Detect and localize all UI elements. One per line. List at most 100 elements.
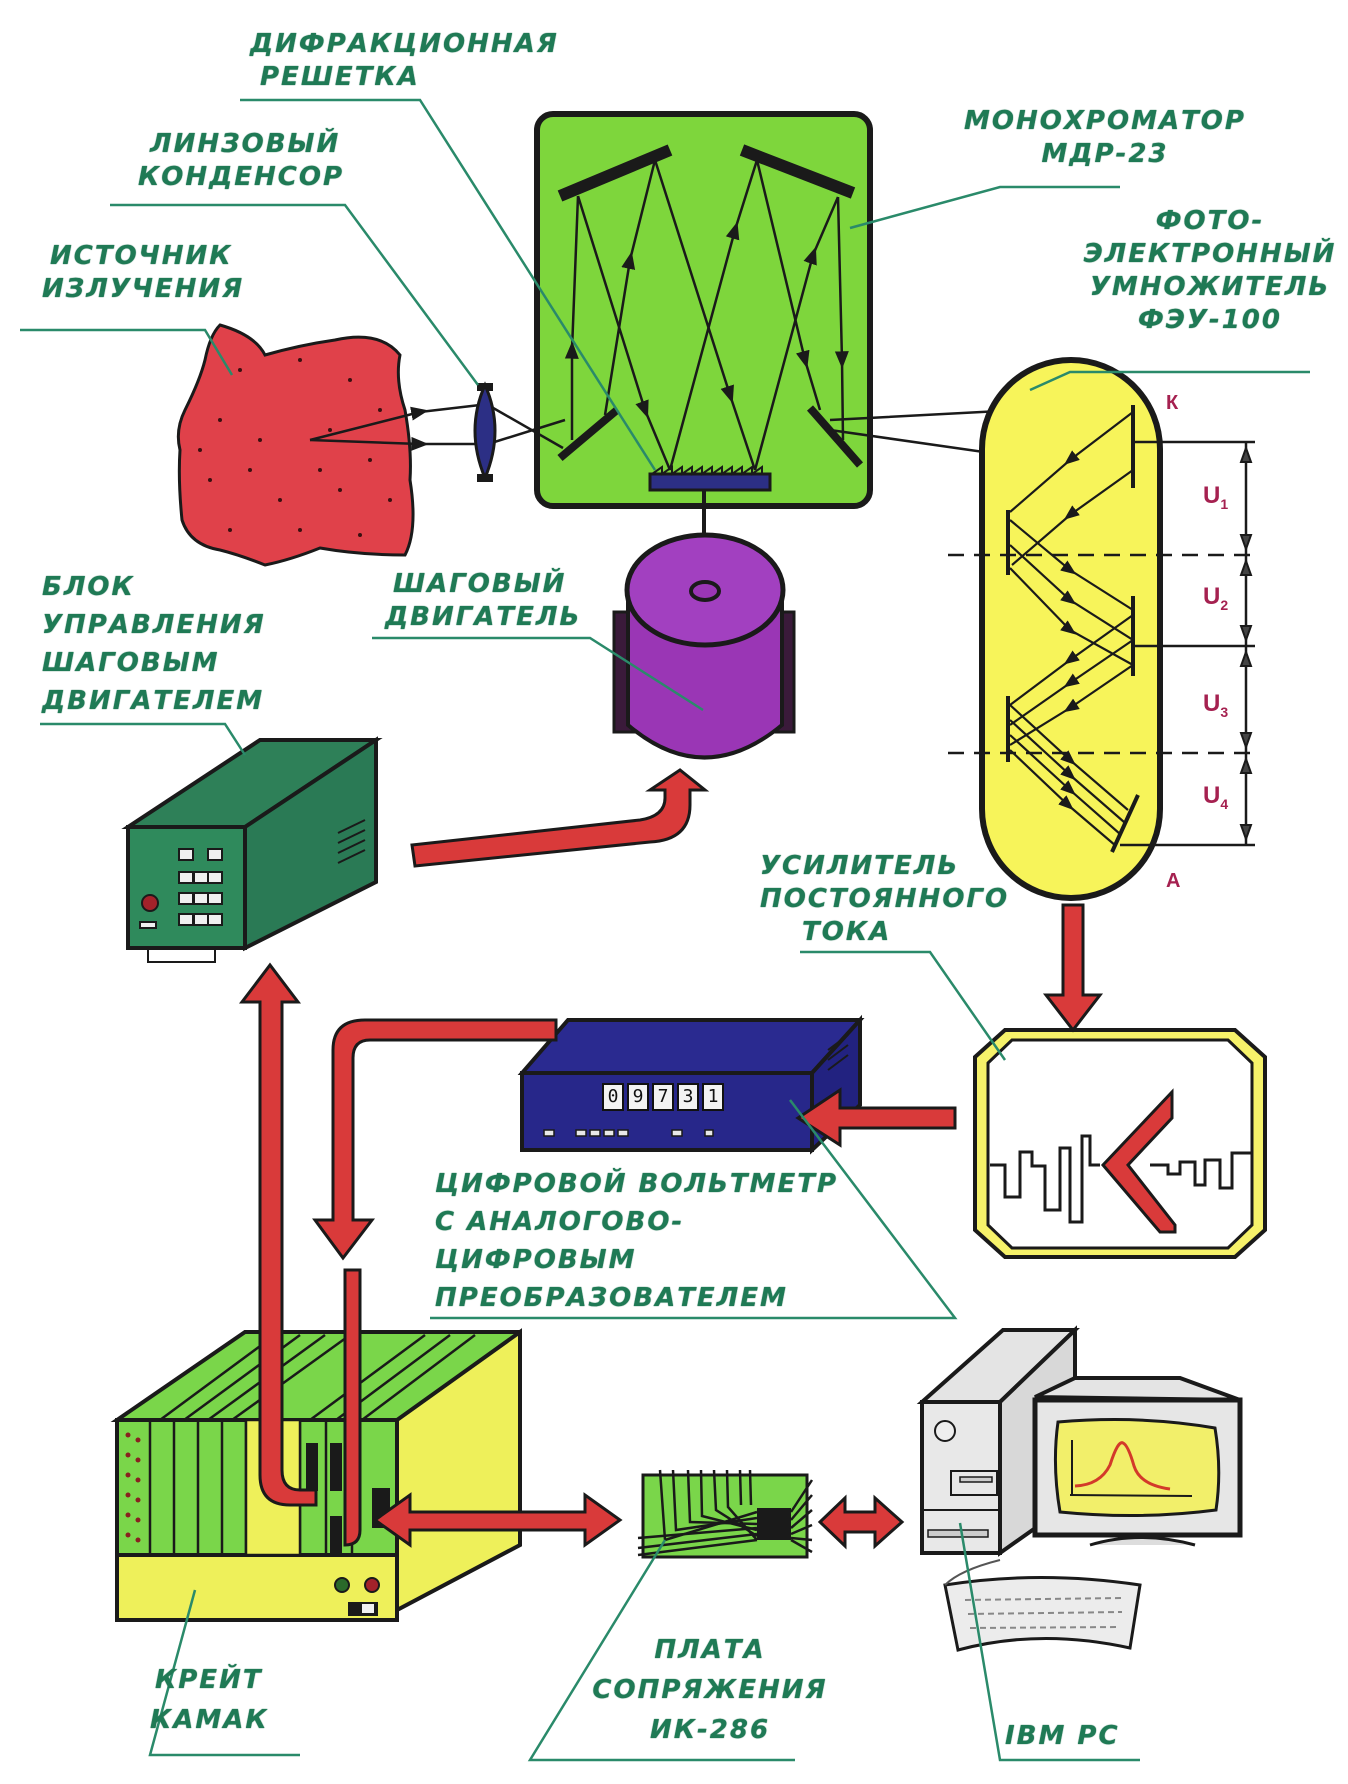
label-line: СОПРЯЖЕНИЯ (592, 1675, 828, 1705)
label-line: КОНДЕНСОР (138, 162, 345, 192)
exit-mirror (806, 405, 864, 468)
display-digit: 9 (627, 1083, 649, 1111)
leader-lens (110, 203, 480, 386)
pmt-electron-paths (1009, 411, 1134, 847)
output-signal-trace (1150, 1151, 1252, 1190)
arrow-crate-to-controller (238, 962, 318, 1507)
label-line: МДР-23 (1041, 139, 1169, 169)
voltage-symbol: U (1203, 482, 1221, 509)
crate-indicator-green (334, 1577, 350, 1593)
display-digit: 3 (677, 1083, 699, 1111)
voltage-symbol: U (1203, 782, 1221, 809)
label-line: ЛИНЗОВЫЙ (150, 129, 341, 159)
source-speckles (198, 358, 392, 537)
leader-crate (148, 1589, 300, 1757)
beam-1 (564, 195, 580, 440)
source-rays (309, 403, 566, 451)
leader-voltmeter (430, 1099, 958, 1320)
photomultiplier (948, 357, 1258, 901)
arrow-amplifier-to-voltmeter (795, 1087, 957, 1148)
stepper-controller (121, 736, 383, 963)
label-line: ДИФРАКЦИОННАЯ (250, 29, 559, 59)
grating-teeth (651, 465, 763, 476)
voltmeter-buttons (543, 1129, 714, 1137)
label-line: УСИЛИТЕЛЬ (760, 851, 960, 881)
label-line: РЕШЕТКА (260, 62, 420, 92)
voltage-u4: U4 (1203, 782, 1228, 812)
voltage-index: 4 (1220, 795, 1229, 812)
label-line: КРЕЙТ (155, 1665, 263, 1695)
pmt-dynodes (1006, 405, 1140, 853)
entrance-mirror (557, 406, 620, 462)
controller-knob (141, 894, 159, 912)
beam-7 (753, 196, 840, 471)
leader-source (20, 328, 234, 376)
pmt-cathode-label: К (1166, 392, 1179, 414)
label-line: ФЭУ-100 (1138, 305, 1282, 335)
crate-indicator-red (364, 1577, 380, 1593)
leader-grating (240, 98, 657, 471)
interface-board (637, 1469, 814, 1559)
leader-amplifier (800, 950, 1007, 1061)
leader-motor (372, 636, 704, 712)
voltage-u1: U1 (1203, 482, 1228, 512)
crate-input-line (343, 1268, 362, 1547)
monitor-stand (1089, 1536, 1196, 1547)
signal-arrows (238, 768, 1104, 1550)
screen-x-axis (1069, 1494, 1193, 1497)
label-line: КАМАК (150, 1705, 269, 1735)
leader-board (527, 1539, 795, 1762)
pc-floppy-slot (927, 1529, 989, 1538)
label-line: ЭЛЕКТРОННЫЙ (1083, 239, 1337, 269)
label-pc: IBM PC (1005, 1720, 1120, 1753)
condenser-lens (473, 381, 497, 482)
voltage-index: 2 (1220, 596, 1229, 613)
voltmeter-vents (827, 1034, 849, 1071)
beam-2 (576, 195, 672, 471)
beam-8 (834, 196, 849, 441)
keyboard-cable (944, 1559, 1001, 1586)
ibm-pc (916, 1325, 1243, 1652)
arrow-controller-to-motor (410, 768, 710, 868)
voltage-u2: U2 (1203, 583, 1228, 613)
input-signal-trace (990, 1134, 1100, 1224)
label-line: ШАГОВЫМ (42, 648, 220, 678)
camac-crate (110, 1328, 522, 1622)
arrow-board-pc (817, 1494, 905, 1550)
pmt-anode-label: А (1166, 870, 1181, 892)
voltage-symbol: U (1203, 690, 1221, 717)
label-line: ЦИФРОВЫМ (435, 1245, 637, 1275)
label-line: УМНОЖИТЕЛЬ (1089, 272, 1331, 302)
pmt-divider-lines (948, 440, 1258, 847)
interface-traces (637, 1469, 814, 1557)
label-line: ШАГОВЫЙ (393, 569, 567, 599)
pc-drive-bay (950, 1470, 998, 1496)
camera-mirror (739, 144, 856, 199)
beam-5 (668, 159, 759, 471)
crate-switch-toggle (362, 1604, 374, 1613)
pc-power-button (934, 1420, 956, 1442)
leader-controller (40, 722, 247, 756)
dc-amplifier (973, 1028, 1267, 1259)
label-line: С АНАЛОГОВО- (435, 1207, 685, 1237)
label-line: ТОКА (802, 917, 892, 947)
beam-4 (653, 159, 757, 471)
label-line: МОНОХРОМАТОР (964, 106, 1246, 136)
label-line: ИЗЛУЧЕНИЯ (42, 274, 245, 304)
display-digit: 1 (702, 1083, 724, 1111)
label-line: ПЛАТА (654, 1635, 766, 1665)
radiation-source (176, 323, 415, 567)
label-line: ФОТО- (1155, 206, 1265, 236)
beam-6 (755, 159, 822, 411)
controller-buttons (139, 848, 223, 929)
label-line: УПРАВЛЕНИЯ (42, 610, 266, 640)
